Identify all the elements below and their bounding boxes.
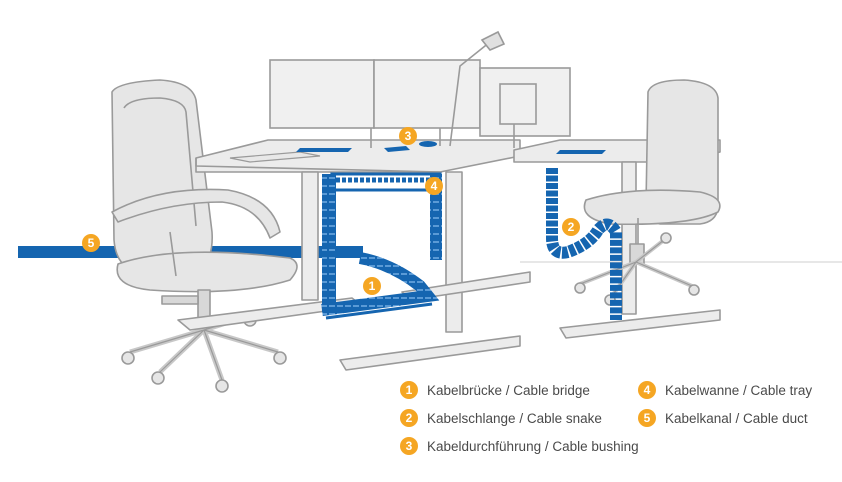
marker-5: 5 (82, 234, 100, 252)
legend-number: 5 (638, 409, 656, 427)
legend-item-cable-bridge: 1 Kabelbrücke / Cable bridge (400, 381, 590, 399)
legend-number: 1 (400, 381, 418, 399)
legend-number: 3 (400, 437, 418, 455)
cable-bridge (321, 252, 440, 320)
marker-1: 1 (363, 277, 381, 295)
desk-items (229, 141, 606, 163)
marker-3: 3 (399, 127, 417, 145)
legend-item-cable-snake: 2 Kabelschlange / Cable snake (400, 409, 602, 427)
office-chair-left (111, 79, 298, 393)
legend-item-cable-bushing: 3 Kabeldurchführung / Cable bushing (400, 437, 639, 455)
legend-label: Kabelwanne / Cable tray (665, 382, 813, 398)
legend-number: 2 (400, 409, 418, 427)
desk-lamp (449, 30, 506, 147)
legend-label: Kabelschlange / Cable snake (427, 410, 602, 426)
office-chair-right (574, 79, 721, 306)
cable-snake (546, 168, 622, 320)
legend-label: Kabelkanal / Cable duct (665, 410, 808, 426)
legend-item-cable-duct: 5 Kabelkanal / Cable duct (638, 409, 808, 427)
legend-label: Kabelbrücke / Cable bridge (427, 382, 590, 398)
marker-2: 2 (562, 218, 580, 236)
marker-4: 4 (425, 177, 443, 195)
legend-label: Kabeldurchführung / Cable bushing (427, 438, 639, 454)
legend-number: 4 (638, 381, 656, 399)
cable-bushing (419, 141, 437, 147)
monitors (269, 59, 571, 148)
legend-item-cable-tray: 4 Kabelwanne / Cable tray (638, 381, 812, 399)
